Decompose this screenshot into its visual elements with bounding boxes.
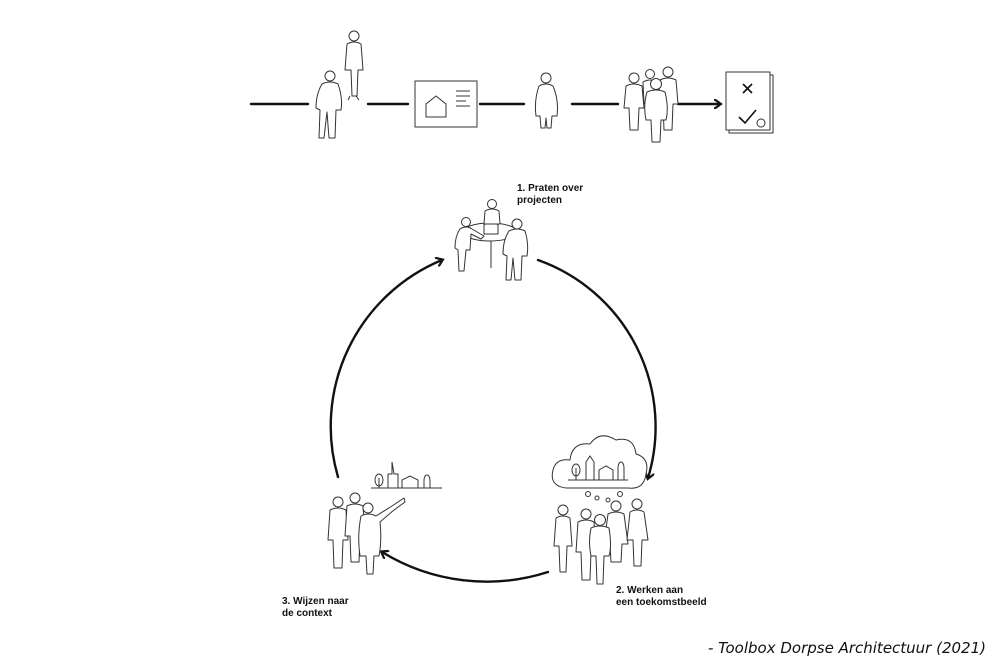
- step-3-label-line1: 3. Wijzen naar: [282, 596, 349, 607]
- person-figure: [315, 70, 343, 139]
- step-3-illustration: [327, 461, 442, 575]
- plan-board: [414, 80, 478, 128]
- step-3-label: 3. Wijzen naar de context: [282, 596, 349, 620]
- step-2-illustration: [551, 435, 649, 585]
- step-2-label: 2. Werken aan een toekomstbeeld: [616, 585, 707, 609]
- person-figure: [483, 199, 501, 225]
- person-figure: [358, 497, 406, 575]
- check-icon: [738, 109, 757, 125]
- figure-single: [534, 72, 558, 129]
- seal-icon: [756, 118, 766, 128]
- step-2-label-line2: een toekomstbeeld: [616, 597, 707, 608]
- person-figure: [553, 504, 573, 573]
- person-figure: [626, 498, 649, 567]
- cycle-arrow-1-to-2: [536, 258, 657, 478]
- figures-pair: [315, 30, 364, 139]
- person-figure: [454, 217, 485, 272]
- step-1-illustration: [454, 199, 529, 281]
- decision-document: [725, 71, 774, 134]
- village-skyline: [568, 455, 628, 481]
- cycle-arrow-3-to-1: [329, 260, 442, 479]
- step-1-label-line1: 1. Praten over: [517, 183, 584, 194]
- step-2-label-line1: 2. Werken aan: [616, 585, 684, 596]
- step-3-label-line2: de context: [282, 608, 333, 619]
- person-figure: [344, 30, 364, 101]
- village-skyline: [371, 461, 442, 489]
- person-figure: [327, 496, 349, 569]
- source-credit: - Toolbox Dorpse Architectuur (2021): [708, 639, 986, 657]
- person-figure: [344, 492, 366, 563]
- cycle-arrow-2-to-3: [382, 552, 550, 583]
- step-1-label: 1. Praten over projecten: [517, 183, 583, 207]
- timeline: [249, 30, 774, 143]
- cross-icon: [742, 83, 753, 94]
- cycle: [329, 258, 657, 583]
- step-1-label-line2: projecten: [517, 195, 563, 206]
- person-figure: [502, 218, 529, 281]
- person-figure: [589, 514, 611, 585]
- person-figure: [603, 500, 629, 563]
- figure-group: [623, 66, 679, 143]
